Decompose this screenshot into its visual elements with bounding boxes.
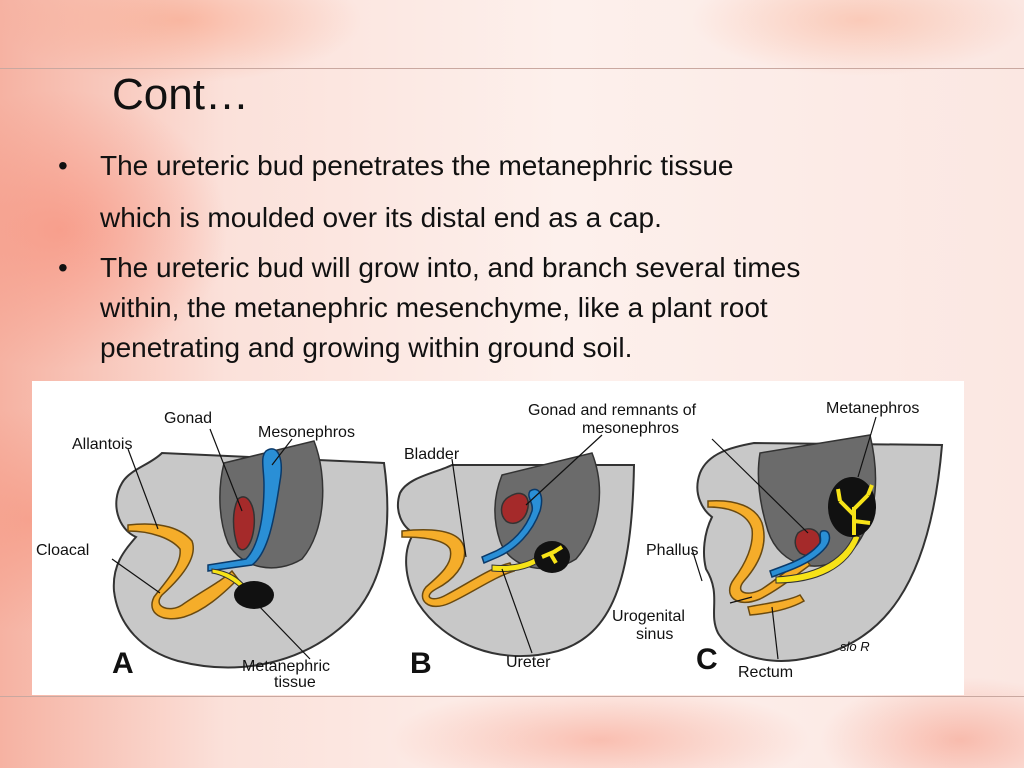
label-gonad-remnants-line1: Gonad and remnants of bbox=[528, 402, 697, 419]
leader-line bbox=[711, 438, 809, 534]
panel-a bbox=[112, 440, 389, 669]
bullet-dot: • bbox=[58, 150, 68, 181]
bottom-rule bbox=[0, 696, 1024, 697]
slide-title: Cont… bbox=[112, 70, 249, 119]
label-rectum: Rectum bbox=[738, 664, 793, 681]
ureteric-branches-c bbox=[836, 484, 874, 535]
leader-line bbox=[209, 428, 243, 512]
label-gonad: Gonad bbox=[164, 410, 212, 427]
leader-line bbox=[271, 438, 293, 466]
leader-line bbox=[451, 458, 467, 558]
label-metanephric-line2: tissue bbox=[274, 674, 316, 691]
figure-svg: Gonad Mesonephros Allantois Cloacal Meta… bbox=[36, 400, 944, 691]
mesonephric-remnant-c bbox=[769, 530, 831, 578]
label-gonad-remnants-line2: mesonephros bbox=[582, 420, 679, 437]
label-cloacal: Cloacal bbox=[36, 542, 89, 559]
panel-b bbox=[396, 452, 636, 657]
leader-line bbox=[729, 596, 753, 604]
embryo-kidney-figure: Gonad Mesonephros Allantois Cloacal Meta… bbox=[32, 381, 964, 695]
label-urogenital-line1: Urogenital bbox=[612, 608, 685, 625]
bullet-item: • The ureteric bud will grow into, and b… bbox=[58, 248, 978, 368]
top-rule bbox=[0, 68, 1024, 69]
leader-lines bbox=[111, 416, 877, 660]
panel-letter-c: C bbox=[696, 643, 718, 676]
gonad-a bbox=[232, 496, 256, 551]
label-metanephric-line1: Metanephric bbox=[242, 658, 330, 675]
leader-line bbox=[255, 602, 311, 660]
bullet-line: within, the metanephric mesenchyme, like… bbox=[100, 292, 768, 323]
leader-line bbox=[857, 416, 877, 478]
metanephric-tissue-a bbox=[234, 581, 274, 609]
leader-line bbox=[691, 548, 703, 582]
bullet-dot: • bbox=[58, 252, 68, 283]
ureteric-branches-b bbox=[541, 545, 564, 565]
label-allantois: Allantois bbox=[72, 436, 132, 453]
bullet-item: • The ureteric bud penetrates the metane… bbox=[58, 140, 978, 244]
leader-line bbox=[771, 606, 779, 660]
bullet-list: • The ureteric bud penetrates the metane… bbox=[58, 140, 978, 368]
leader-line bbox=[127, 448, 159, 530]
label-phallus: Phallus bbox=[646, 542, 698, 559]
ureter-c bbox=[775, 534, 861, 584]
label-urogenital-line2: sinus bbox=[636, 626, 673, 643]
label-bladder: Bladder bbox=[404, 446, 460, 463]
bullet-line: The ureteric bud will grow into, and bra… bbox=[100, 252, 801, 283]
mesonephros-a bbox=[207, 448, 282, 572]
label-metanephros: Metanephros bbox=[826, 400, 919, 417]
label-mesonephros: Mesonephros bbox=[258, 424, 355, 441]
leader-line bbox=[525, 434, 603, 506]
bullet-line: The ureteric bud penetrates the metaneph… bbox=[100, 150, 734, 181]
gonad-b bbox=[500, 492, 529, 525]
allantois-a bbox=[127, 523, 239, 620]
bullet-line: penetrating and growing within ground so… bbox=[100, 332, 633, 363]
panel-letter-a: A bbox=[112, 647, 134, 680]
artist-signature: slo R bbox=[840, 639, 870, 654]
bullet-line: which is moulded over its distal end as … bbox=[100, 202, 662, 233]
leader-line bbox=[111, 558, 161, 594]
panel-c bbox=[696, 434, 944, 662]
leader-line bbox=[501, 568, 533, 654]
rectum-c bbox=[747, 594, 806, 616]
label-ureter: Ureter bbox=[506, 654, 551, 671]
panel-letter-b: B bbox=[410, 647, 432, 680]
